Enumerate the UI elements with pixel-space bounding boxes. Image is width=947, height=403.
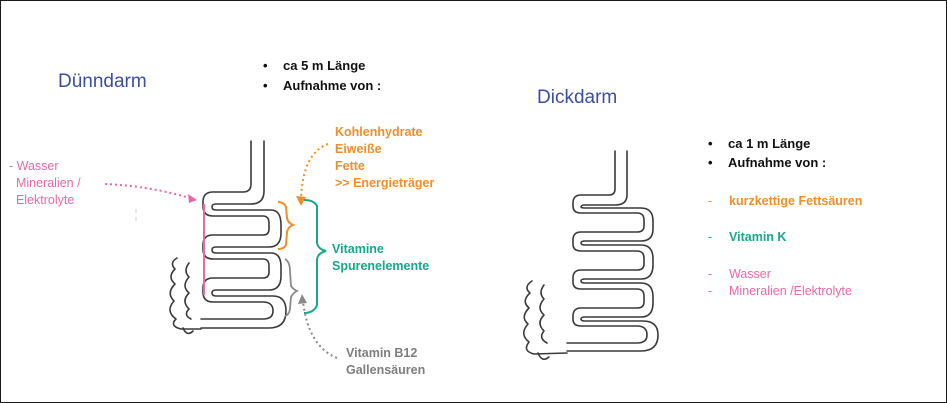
duenndarm-bullet-absorption: •Aufnahme von : [263, 77, 381, 94]
grey-dotted-arrow [303, 301, 337, 358]
label-mineralien: Mineralien / [9, 175, 81, 192]
dickdarm-item-mineralien: -Mineralien /Elektrolyte [708, 283, 852, 300]
label-eiweisse: Eiweiße [335, 141, 382, 158]
orange-dotted-arrow [301, 144, 328, 198]
duenndarm-title: Dünndarm [58, 71, 147, 93]
dickdarm-bullet-absorption: •Aufnahme von : [708, 154, 826, 171]
dickdarm-bullet-length: •ca 1 m Länge [708, 135, 810, 152]
dickdarm-item-fettsaeuren: -kurzkettige Fettsäuren [708, 193, 862, 210]
label-fette: Fette [335, 158, 365, 175]
label-energietraeger: >> Energieträger [335, 175, 434, 192]
label-vitamin-b12: Vitamin B12 [346, 345, 417, 362]
label-gallensaeuren: Gallensäuren [346, 362, 425, 379]
label-kohlenhydrate: Kohlenhydrate [335, 124, 423, 141]
label-vitamine: Vitamine [332, 241, 384, 258]
grey-bracket [285, 259, 297, 316]
duenndarm-bullet-length: •ca 5 m Länge [263, 57, 365, 74]
label-spurenelemente: Spurenelemente [332, 258, 429, 275]
pink-dotted-arrow [105, 184, 193, 199]
small-intestine-drawing [170, 141, 286, 333]
label-wasser: - Wasser [9, 158, 59, 175]
dickdarm-item-wasser: -Wasser [708, 266, 771, 283]
large-intestine-drawing [524, 151, 658, 359]
dickdarm-item-vitamin-k: -Vitamin K [708, 229, 786, 246]
dickdarm-title: Dickdarm [537, 87, 617, 109]
teal-bracket [304, 200, 326, 313]
label-elektrolyte: Elektrolyte [9, 192, 74, 209]
